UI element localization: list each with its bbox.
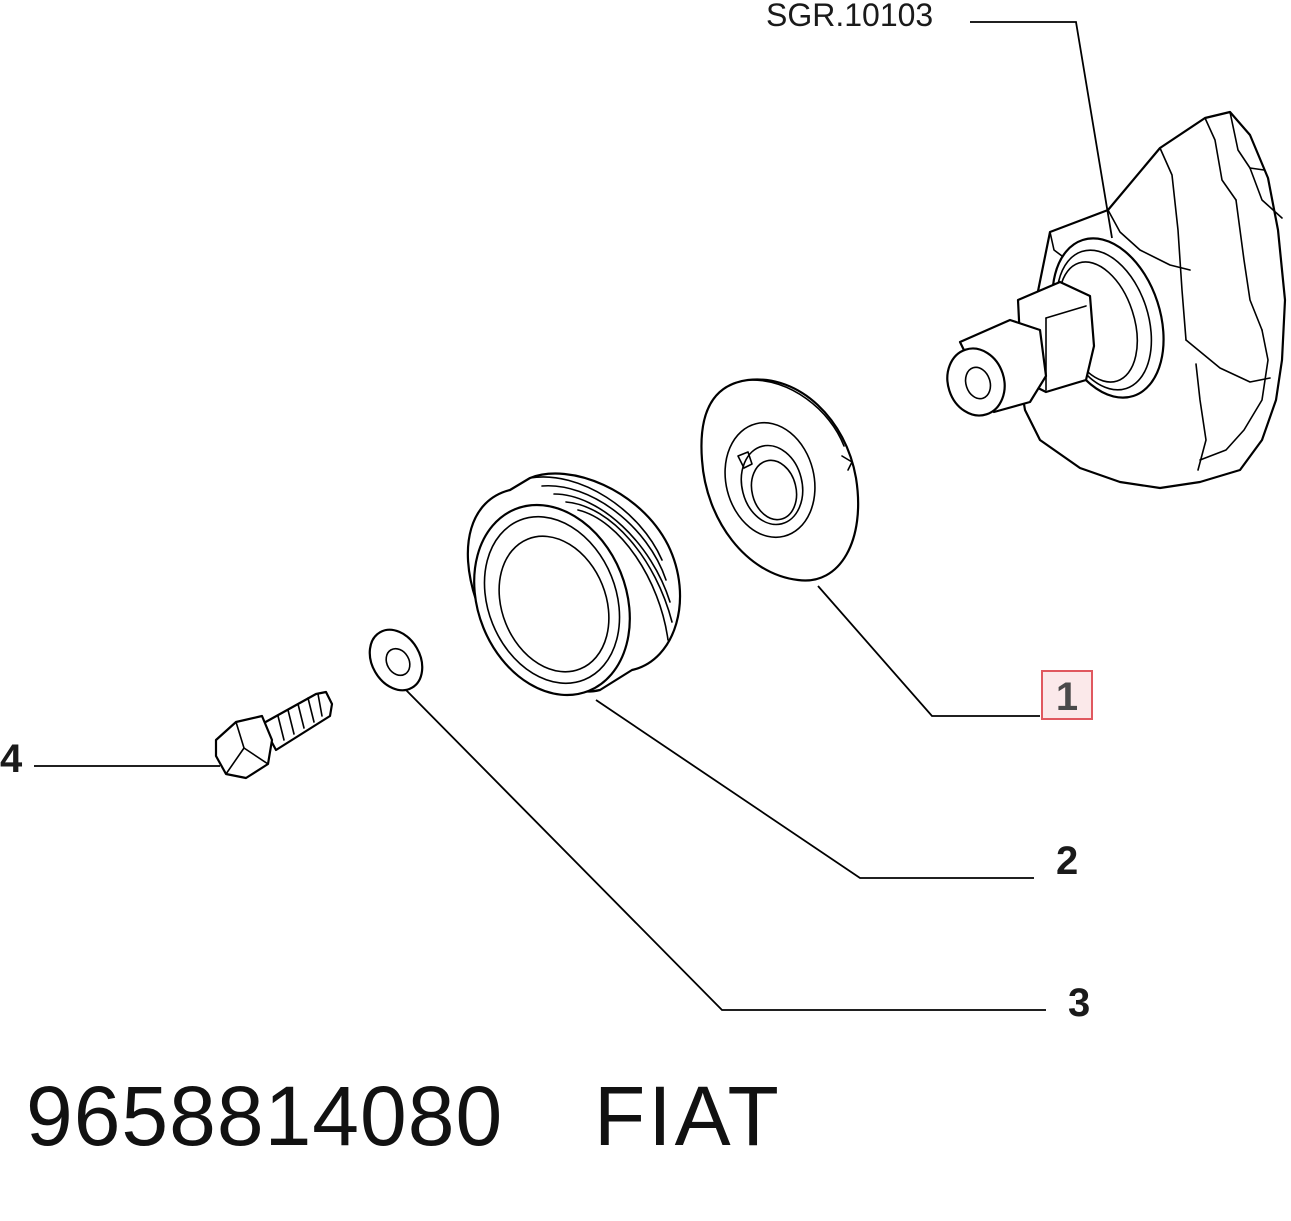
- callout-3[interactable]: 3: [1068, 981, 1091, 1025]
- bolt-drawing: [214, 690, 334, 780]
- hub-plate-drawing: [700, 378, 860, 582]
- reference-label: SGR.10103: [766, 0, 934, 33]
- part-number: 9658814080: [26, 1069, 504, 1163]
- leader-reference: [970, 21, 1113, 239]
- leader-3: [405, 689, 1046, 1011]
- callout-1-highlighted[interactable]: 1: [1041, 670, 1093, 720]
- washer-drawing: [368, 628, 424, 692]
- brand-name: FIAT: [594, 1069, 782, 1163]
- callout-4[interactable]: 4: [0, 737, 23, 781]
- leader-2: [595, 699, 1034, 879]
- crankshaft-drawing: [946, 110, 1287, 490]
- leader-lines: [34, 21, 1113, 1011]
- leader-1: [817, 585, 1040, 717]
- pulley-drawing: [466, 472, 682, 697]
- callout-2[interactable]: 2: [1056, 839, 1079, 883]
